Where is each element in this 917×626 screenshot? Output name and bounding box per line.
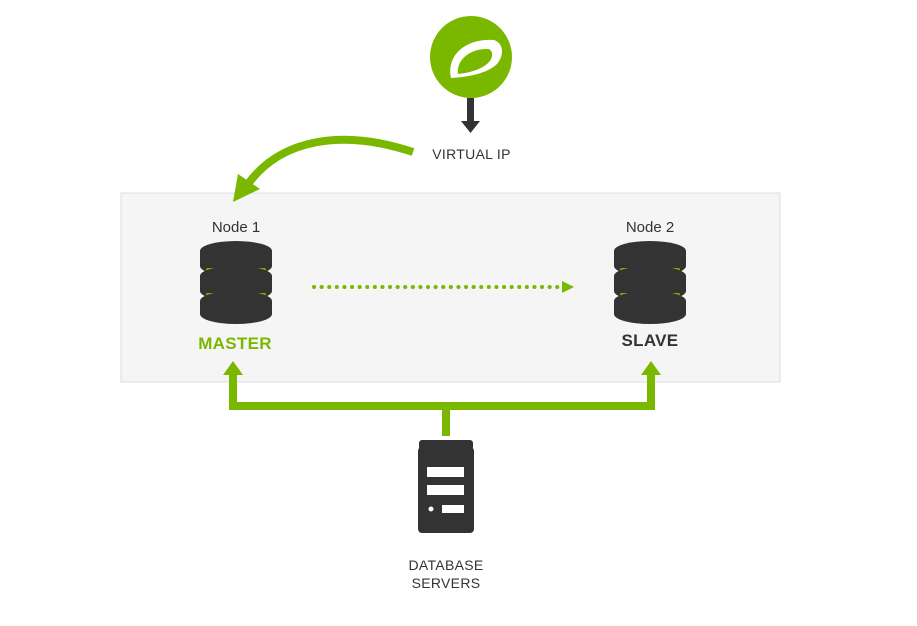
virtual-ip-label: VIRTUAL IP <box>432 146 511 162</box>
node-1-title: Node 1 <box>211 219 261 236</box>
server-tower-icon <box>418 440 474 533</box>
node-2-title: Node 2 <box>625 219 675 236</box>
database-stack-icon <box>200 241 272 324</box>
database-servers-label-line1: DATABASE <box>408 557 484 573</box>
database-servers-label: DATABASE SERVERS <box>386 556 506 592</box>
logo-eye-icon <box>430 16 512 98</box>
database-stack-icon <box>614 241 686 324</box>
slave-role-label: SLAVE <box>621 331 679 350</box>
database-servers-label-line2: SERVERS <box>411 575 481 591</box>
master-role-label: MASTER <box>198 334 272 353</box>
virtual-ip-to-master-arrow <box>233 135 415 202</box>
replication-arrow <box>312 281 574 293</box>
down-arrow-icon <box>461 98 480 133</box>
servers-to-nodes-connector <box>223 361 661 436</box>
